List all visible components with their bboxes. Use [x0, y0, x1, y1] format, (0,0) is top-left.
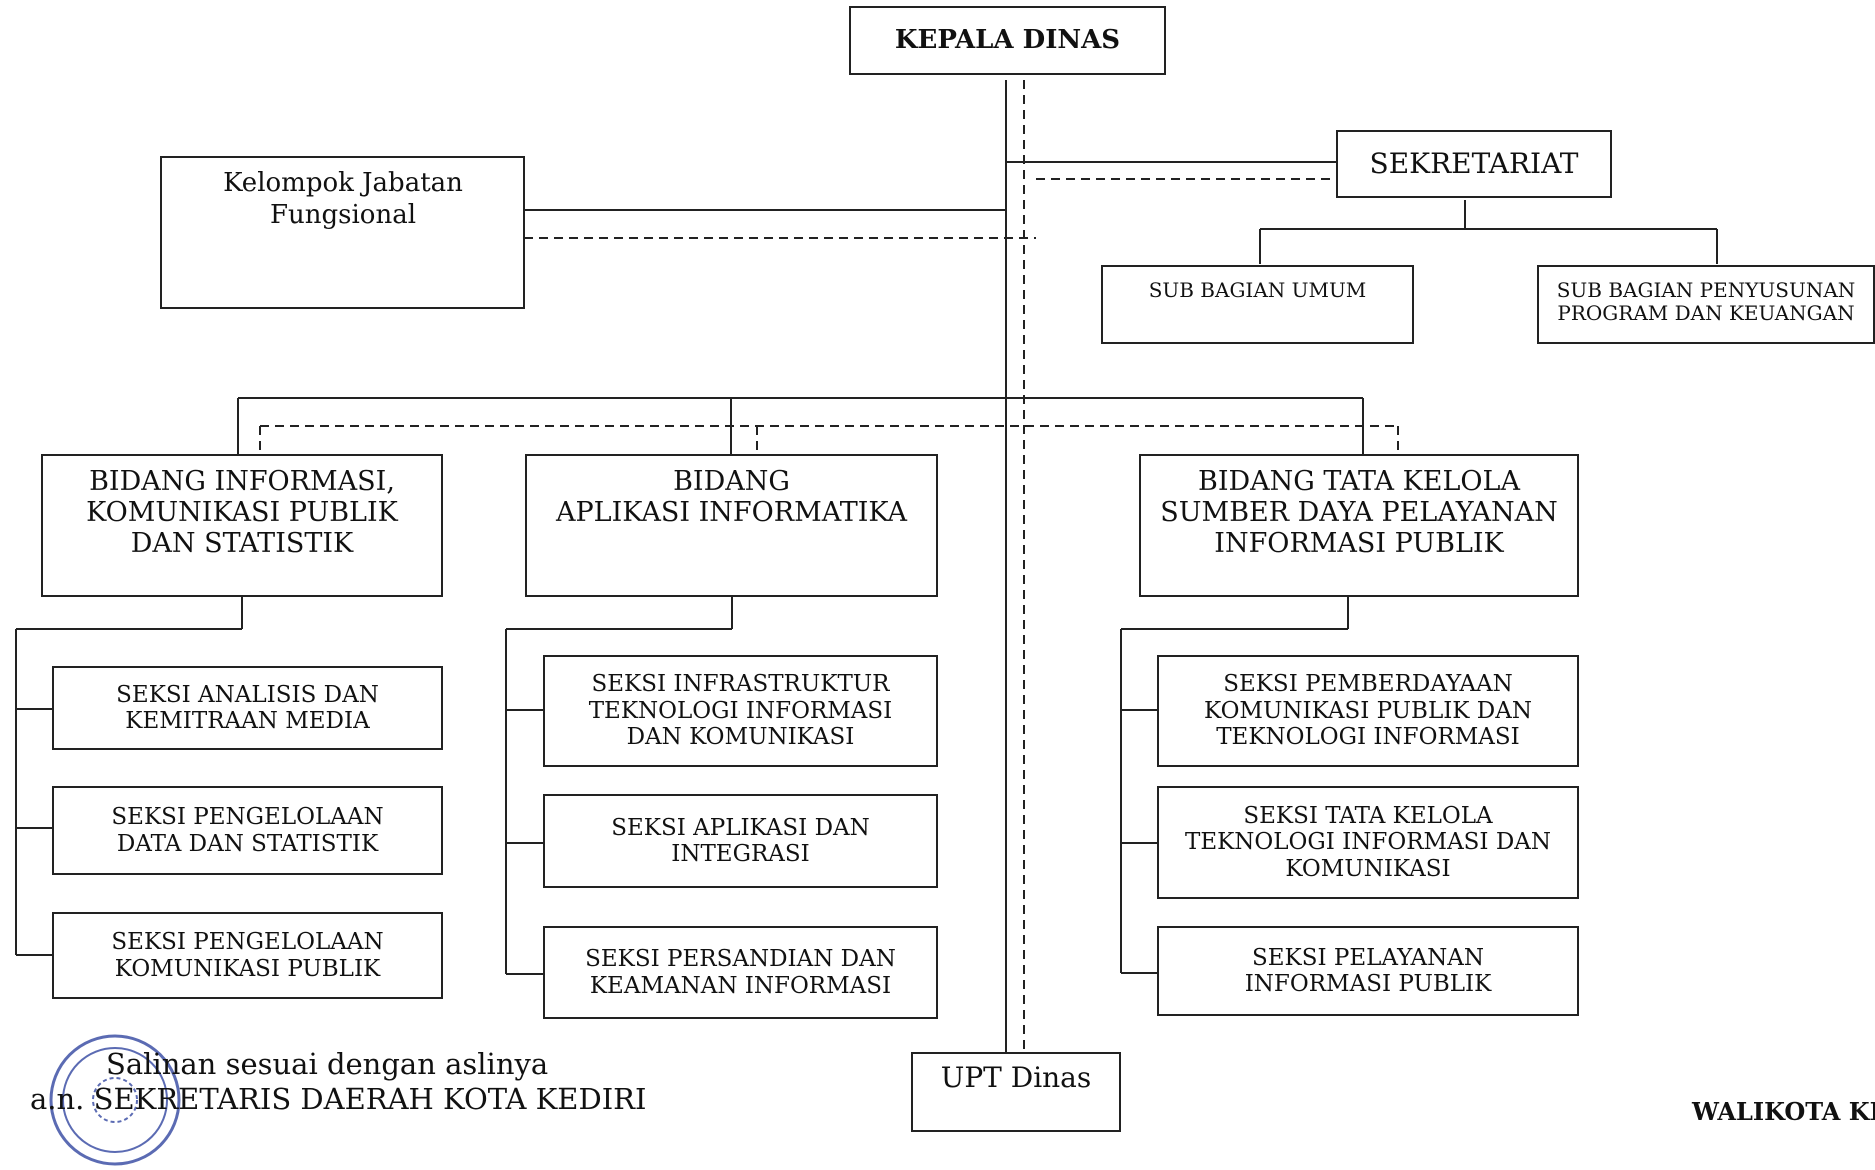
seksi-pengelolaan-data-label: SEKSI PENGELOLAAN DATA DAN STATISTIK [111, 804, 384, 857]
seksi-tata-kelola-box: SEKSI TATA KELOLA TEKNOLOGI INFORMASI DA… [1157, 786, 1579, 899]
sub-bagian-program-box: SUB BAGIAN PENYUSUNAN PROGRAM DAN KEUANG… [1537, 265, 1875, 344]
seksi-tata-kelola-label: SEKSI TATA KELOLA TEKNOLOGI INFORMASI DA… [1184, 802, 1552, 882]
seksi-pemberdayaan-box: SEKSI PEMBERDAYAAN KOMUNIKASI PUBLIK DAN… [1157, 655, 1579, 767]
bidang-tata-kelola-box: BIDANG TATA KELOLA SUMBER DAYA PELAYANAN… [1139, 454, 1579, 597]
salinan-text: Salinan sesuai dengan aslinya [106, 1047, 549, 1081]
kepala-dinas-label: KEPALA DINAS [894, 24, 1121, 55]
seksi-pemberdayaan-label: SEKSI PEMBERDAYAAN KOMUNIKASI PUBLIK DAN… [1204, 671, 1532, 751]
seksi-aplikasi-integrasi-label: SEKSI APLIKASI DAN INTEGRASI [611, 814, 870, 867]
bidang-informasi-label: BIDANG INFORMASI, KOMUNIKASI PUBLIK DAN … [86, 466, 398, 560]
upt-dinas-label: UPT Dinas [940, 1061, 1092, 1094]
seksi-aplikasi-integrasi-box: SEKSI APLIKASI DAN INTEGRASI [543, 794, 938, 888]
seksi-persandian-label: SEKSI PERSANDIAN DAN KEAMANAN INFORMASI [585, 946, 896, 999]
seksi-pelayanan-label: SEKSI PELAYANAN INFORMASI PUBLIK [1244, 944, 1492, 997]
seksi-pengelolaan-komunikasi-label: SEKSI PENGELOLAAN KOMUNIKASI PUBLIK [111, 929, 384, 982]
sekretaris-daerah-text: a.n. SEKRETARIS DAERAH KOTA KEDIRI [30, 1082, 647, 1116]
sub-bagian-umum-box: SUB BAGIAN UMUM [1101, 265, 1414, 344]
seksi-infrastruktur-box: SEKSI INFRASTRUKTUR TEKNOLOGI INFORMASI … [543, 655, 938, 767]
sub-bagian-umum-label: SUB BAGIAN UMUM [1148, 278, 1367, 302]
upt-dinas-box: UPT Dinas [911, 1052, 1121, 1132]
sekretariat-label: SEKRETARIAT [1369, 146, 1579, 180]
sub-bagian-program-label: SUB BAGIAN PENYUSUNAN PROGRAM DAN KEUANG… [1556, 278, 1856, 325]
bidang-aplikasi-label: BIDANG APLIKASI INFORMATIKA [556, 466, 907, 529]
seksi-pengelolaan-data-box: SEKSI PENGELOLAAN DATA DAN STATISTIK [52, 786, 443, 875]
sekretariat-box: SEKRETARIAT [1336, 130, 1612, 198]
seksi-pengelolaan-komunikasi-box: SEKSI PENGELOLAAN KOMUNIKASI PUBLIK [52, 912, 443, 999]
kelompok-jabatan-fungsional-box [160, 156, 525, 309]
bidang-aplikasi-box: BIDANG APLIKASI INFORMATIKA [525, 454, 938, 597]
kelompok-jabatan-fungsional-label: Kelompok Jabatan Fungsional [223, 168, 463, 230]
seksi-infrastruktur-label: SEKSI INFRASTRUKTUR TEKNOLOGI INFORMASI … [588, 671, 893, 751]
bidang-informasi-box: BIDANG INFORMASI, KOMUNIKASI PUBLIK DAN … [41, 454, 443, 597]
bidang-tata-kelola-label: BIDANG TATA KELOLA SUMBER DAYA PELAYANAN… [1160, 466, 1558, 560]
seksi-analisis-box: SEKSI ANALISIS DAN KEMITRAAN MEDIA [52, 666, 443, 750]
seksi-analisis-label: SEKSI ANALISIS DAN KEMITRAAN MEDIA [116, 681, 379, 734]
seksi-persandian-box: SEKSI PERSANDIAN DAN KEAMANAN INFORMASI [543, 926, 938, 1019]
seksi-pelayanan-box: SEKSI PELAYANAN INFORMASI PUBLIK [1157, 926, 1579, 1016]
walikota-text: WALIKOTA KEDIRI [1692, 1097, 1875, 1126]
kepala-dinas-box: KEPALA DINAS [849, 6, 1166, 75]
